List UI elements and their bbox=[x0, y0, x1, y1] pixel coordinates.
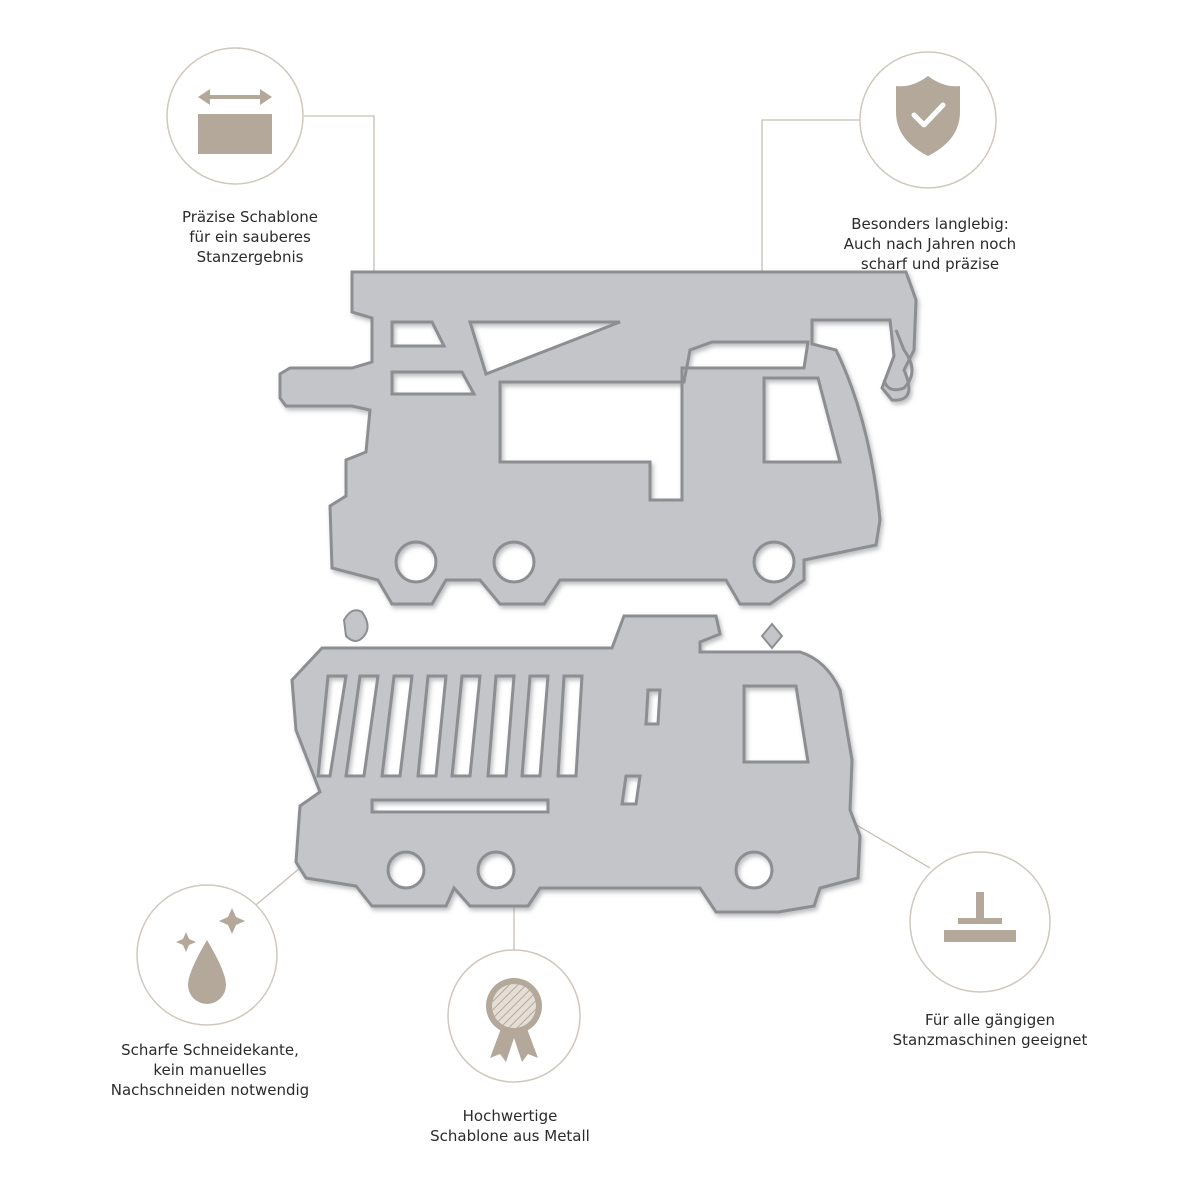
caption-line: Auch nach Jahren noch bbox=[843, 235, 1017, 253]
award-medal-icon bbox=[486, 978, 542, 1062]
caption-line: Für alle gängigen bbox=[925, 1011, 1055, 1029]
leader-line-machines bbox=[847, 819, 931, 869]
feature-precise bbox=[166, 47, 304, 185]
caption-line: Stanzmaschinen geeignet bbox=[892, 1031, 1088, 1049]
caption-durable: Besonders langlebig: Auch nach Jahren no… bbox=[800, 214, 1060, 274]
caption-precise: Präzise Schablone für ein sauberes Stanz… bbox=[120, 207, 380, 267]
leader-lines bbox=[237, 115, 931, 950]
caption-machines: Für alle gängigen Stanzmaschinen geeigne… bbox=[860, 1010, 1120, 1050]
feature-durable bbox=[859, 51, 997, 189]
crane-truck-die bbox=[278, 270, 918, 606]
leader-line-precise bbox=[304, 115, 375, 285]
caption-line: Scharfe Schneidekante, bbox=[121, 1041, 299, 1059]
leader-line-durable bbox=[761, 119, 860, 285]
caption-edge: Scharfe Schneidekante, kein manuelles Na… bbox=[80, 1040, 340, 1100]
feature-machines bbox=[909, 851, 1051, 993]
dump-truck-die bbox=[290, 614, 862, 914]
drop-sparkle-icon bbox=[176, 908, 245, 1004]
feature-metal bbox=[447, 949, 581, 1083]
shield-check-icon bbox=[896, 76, 960, 156]
press-plate-icon bbox=[944, 892, 1016, 942]
caption-line: scharf und präzise bbox=[860, 255, 1000, 273]
caption-line: Schablone aus Metall bbox=[430, 1127, 590, 1145]
caption-metal: Hochwertige Schablone aus Metall bbox=[380, 1106, 640, 1146]
caption-line: Nachschneiden notwendig bbox=[110, 1081, 310, 1099]
caption-line: für ein sauberes bbox=[189, 228, 311, 246]
caption-line: Stanzergebnis bbox=[196, 248, 304, 266]
die-connector bbox=[760, 622, 784, 650]
feature-edge bbox=[136, 884, 278, 1026]
die-connector bbox=[342, 609, 369, 642]
caption-line: kein manuelles bbox=[153, 1061, 267, 1079]
width-arrow-block-icon bbox=[198, 89, 272, 154]
caption-line: Hochwertige bbox=[462, 1107, 558, 1125]
caption-line: Präzise Schablone bbox=[181, 208, 319, 226]
caption-line: Besonders langlebig: bbox=[851, 215, 1009, 233]
